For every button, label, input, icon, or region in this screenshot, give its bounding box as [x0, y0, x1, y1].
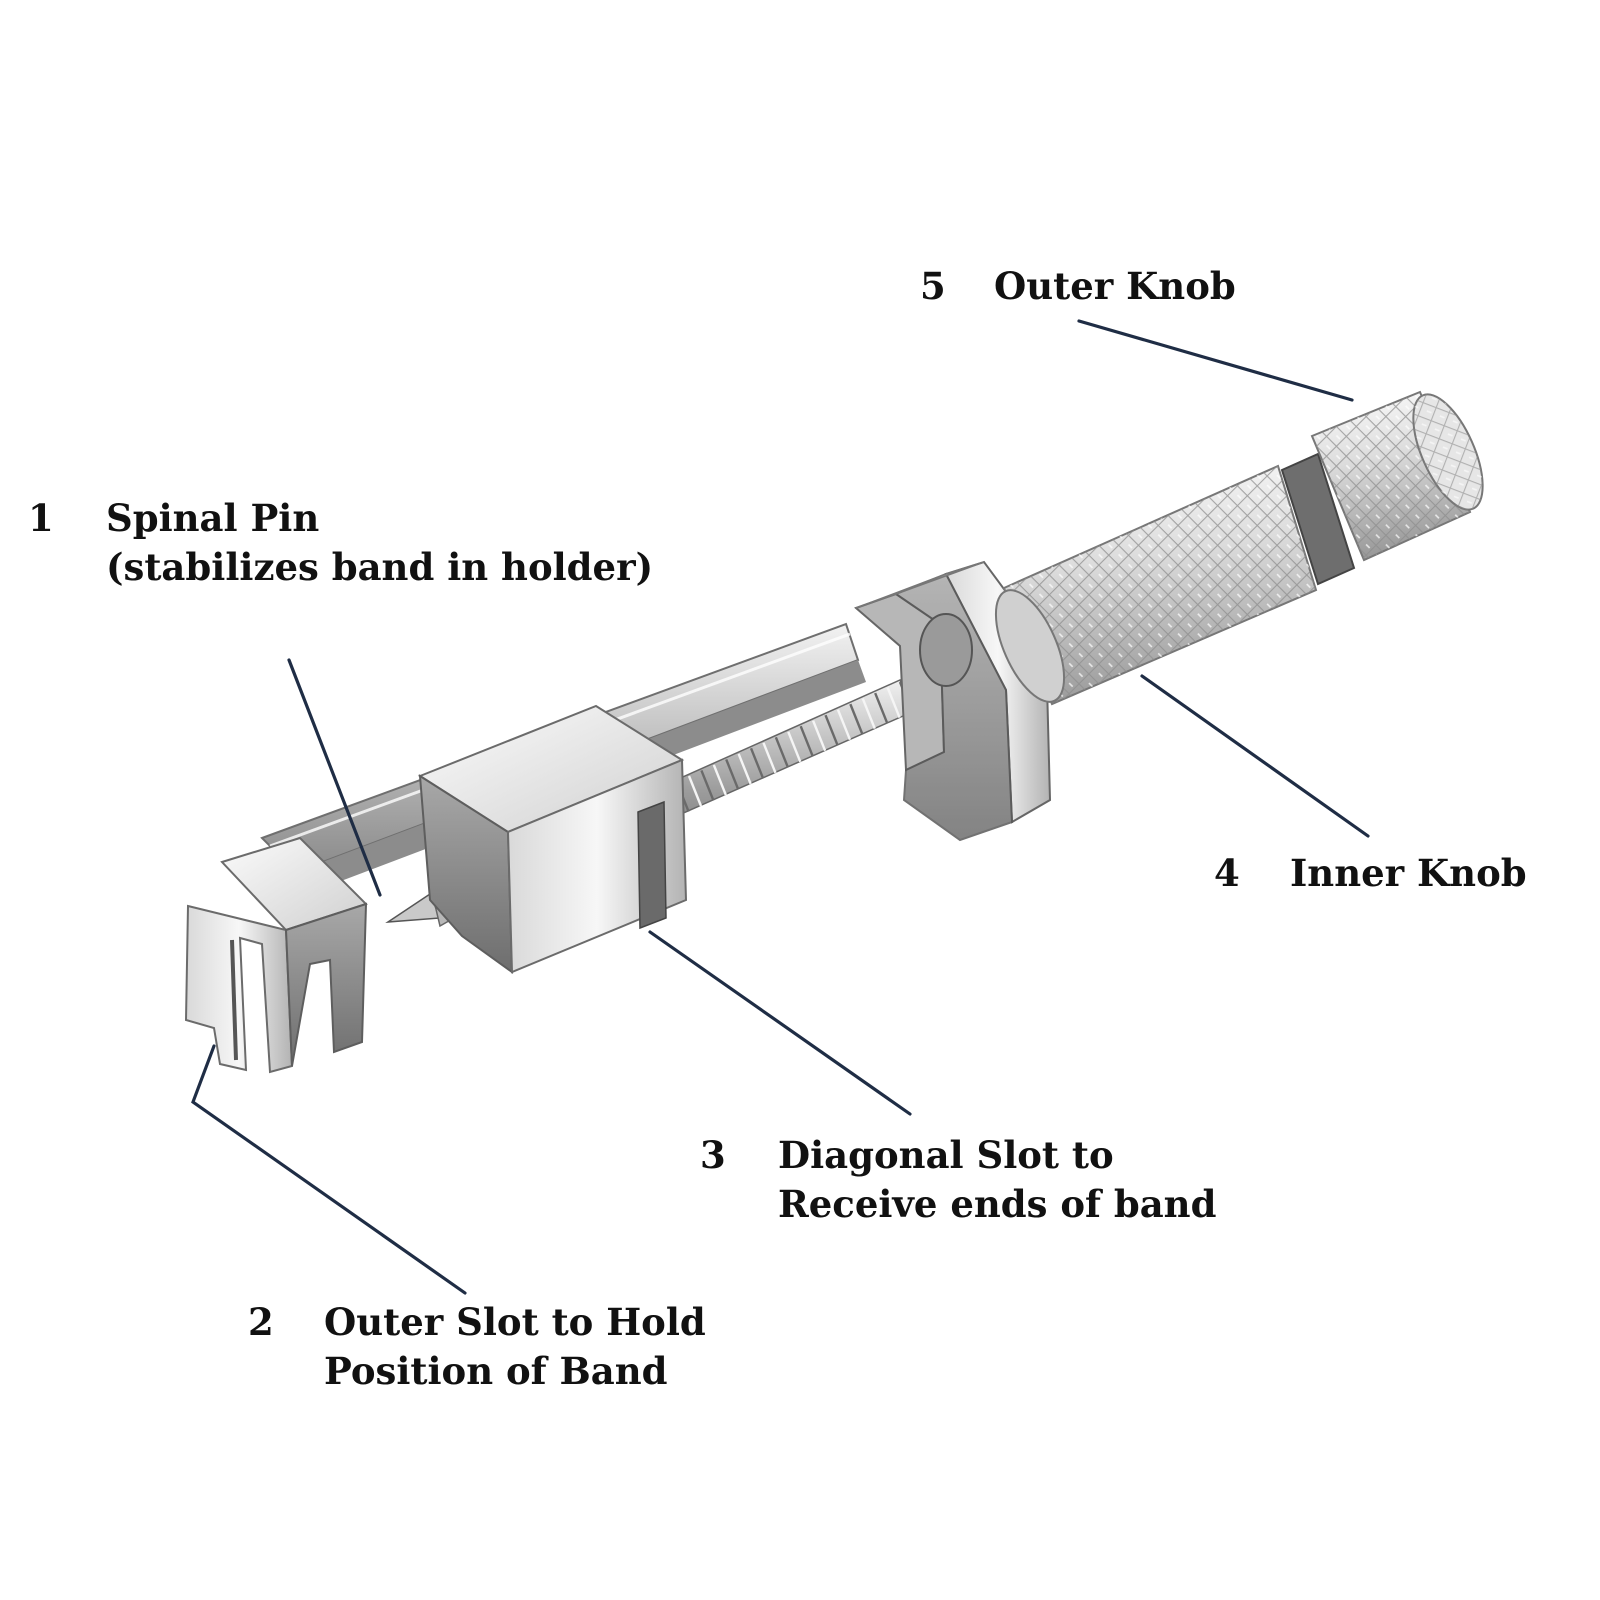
screw-thread: [849, 703, 864, 735]
callout-label: Diagonal Slot to: [778, 1133, 1114, 1177]
screw-thread: [824, 714, 839, 746]
knob-collar: [1280, 452, 1356, 586]
callout-sublabel: Position of Band: [324, 1349, 668, 1393]
callout-number: 5: [920, 264, 946, 308]
callout-sublabel: Receive ends of band: [778, 1182, 1217, 1226]
callout-number: 2: [248, 1300, 274, 1344]
screw-thread: [874, 692, 889, 724]
leader-line-2: [191, 1044, 467, 1295]
leader-line-5: [1077, 319, 1354, 402]
screw-thread: [787, 731, 802, 763]
diagonal-slot-block: [417, 704, 688, 974]
screw-thread: [812, 720, 827, 752]
callout-label: Spinal Pin: [106, 496, 320, 540]
screw-thread: [836, 709, 852, 741]
outer-slot-piece: [184, 836, 368, 1074]
callout-sublabel: (stabilizes band in holder): [106, 545, 654, 589]
screw-thread: [886, 687, 901, 718]
leader-lines: [191, 319, 1370, 1295]
callout-label: Outer Slot to Hold: [324, 1300, 706, 1344]
callout-label: Outer Knob: [994, 264, 1236, 308]
callout-number: 3: [700, 1133, 726, 1177]
screw-thread: [799, 725, 814, 757]
screw-thread: [861, 698, 876, 730]
leader-line-3: [648, 930, 912, 1116]
callout-number: 1: [28, 496, 54, 540]
screw-thread: [737, 753, 752, 785]
screw-thread: [712, 764, 727, 796]
screw-thread: [700, 770, 715, 801]
screw-thread: [774, 736, 789, 768]
leader-line-4: [1140, 674, 1370, 838]
screw-thread: [725, 758, 740, 790]
screw-thread: [749, 747, 765, 779]
callout-label: Inner Knob: [1290, 851, 1527, 895]
leader-line-1: [287, 658, 382, 897]
outer-knob: [1310, 390, 1484, 562]
screw-thread: [762, 742, 777, 774]
inner-knob: [994, 464, 1318, 706]
callout-number: 4: [1214, 851, 1240, 895]
screw-thread: [687, 775, 703, 807]
